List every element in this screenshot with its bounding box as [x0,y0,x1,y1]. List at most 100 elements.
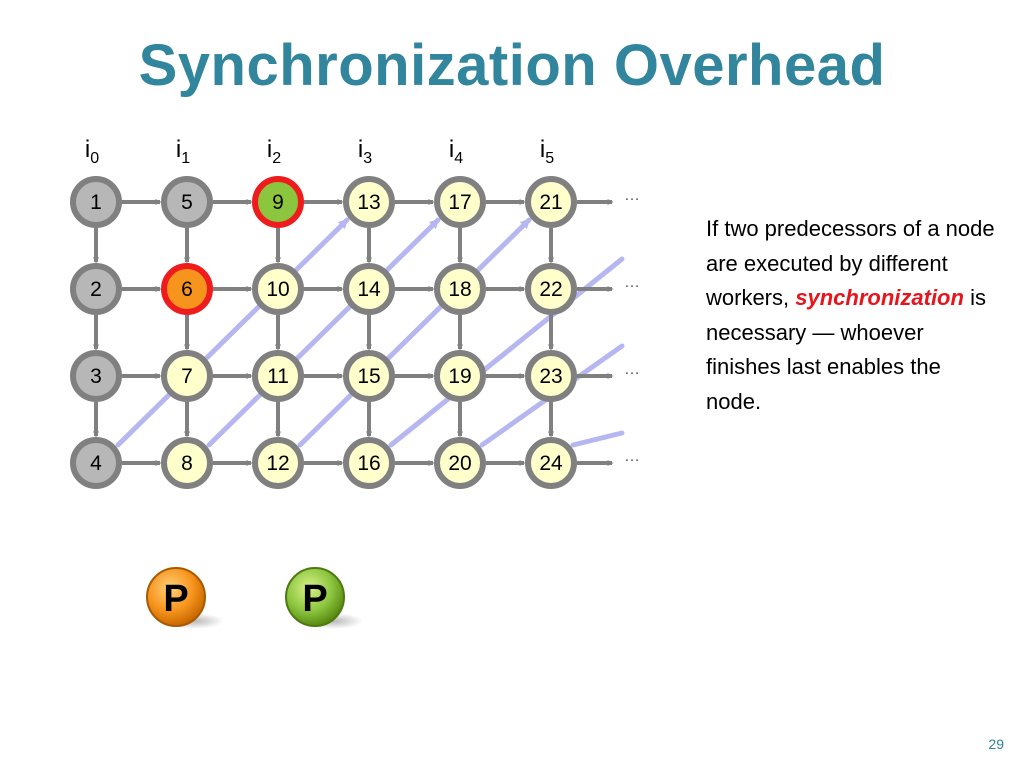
node-label: 7 [181,365,193,388]
node-circle [252,263,304,315]
node-label: 19 [448,365,471,388]
page-number: 29 [988,736,1004,752]
node-label: 16 [357,452,380,475]
node-label: 17 [448,191,471,214]
column-header-5: i5 [540,136,554,167]
synchronization-highlight: synchronization [795,285,964,310]
node-label: 6 [181,278,193,301]
dag-node-14: 14 [343,263,395,315]
dag-node-17: 17 [434,176,486,228]
dag-node-18: 18 [434,263,486,315]
dag-node-15: 15 [343,350,395,402]
dag-node-12: 12 [252,437,304,489]
node-circle [70,176,122,228]
node-circle [343,176,395,228]
description-part1: If two predecessors of a node are execut… [706,216,995,310]
wavefront-diagonal-3 [388,256,625,448]
dag-node-24: 24 [525,437,577,489]
node-label: 21 [539,191,562,214]
column-header-2: i2 [267,136,281,167]
column-header-4: i4 [449,136,463,167]
column-header-1: i1 [176,136,190,167]
node-label: 13 [357,191,380,214]
node-circle [252,176,304,228]
dag-node-6: 6 [161,263,213,315]
node-label: 23 [539,365,562,388]
node-label: 11 [267,365,289,388]
node-label: 1 [90,191,102,214]
dag-node-23: 23 [525,350,577,402]
dag-node-8: 8 [161,437,213,489]
node-circle [343,437,395,489]
dag-node-5: 5 [161,176,213,228]
node-label: 12 [266,452,289,475]
dag-node-9: 9 [252,176,304,228]
node-circle [70,350,122,402]
node-circle [525,263,577,315]
node-label: 3 [90,365,102,388]
worker-badge-green: P [285,567,363,629]
dag-node-11: 11 [252,350,304,402]
dag-node-10: 10 [252,263,304,315]
dag-node-20: 20 [434,437,486,489]
node-circle [525,176,577,228]
dag-node-1: 1 [70,176,122,228]
description-text: If two predecessors of a node are execut… [706,212,996,419]
node-circle [343,263,395,315]
node-circle [252,350,304,402]
node-label: 5 [181,191,193,214]
node-circle [343,350,395,402]
node-label: 10 [266,278,289,301]
dag-node-22: 22 [525,263,577,315]
worker-label: P [163,578,188,620]
column-header-3: i3 [358,136,372,167]
dag-node-7: 7 [161,350,213,402]
node-circle [525,350,577,402]
node-circle [161,437,213,489]
worker-badge-orange: P [146,567,224,629]
node-circle [70,437,122,489]
slide-title: Synchronization Overhead [138,33,886,98]
continuation-ellipsis: … [624,448,640,465]
continuation-ellipsis: … [624,361,640,378]
node-label: 4 [90,452,102,475]
node-circle [525,437,577,489]
node-circle [70,263,122,315]
node-label: 8 [181,452,193,475]
node-label: 18 [448,278,471,301]
dag-node-19: 19 [434,350,486,402]
node-circle [161,350,213,402]
node-label: 2 [90,278,102,301]
dag-node-16: 16 [343,437,395,489]
node-label: 24 [539,452,563,475]
node-circle [252,437,304,489]
worker-label: P [302,578,327,620]
wavefront-diagonal-2 [297,217,532,448]
continuation-ellipsis: … [624,274,640,291]
node-label: 14 [357,278,381,301]
worker-circle [285,567,345,627]
dag-node-4: 4 [70,437,122,489]
node-circle [161,263,213,315]
node-label: 22 [539,278,562,301]
dag-node-21: 21 [525,176,577,228]
description-part2: is necessary — whoever finishes last ena… [706,285,986,414]
dag-node-3: 3 [70,350,122,402]
node-circle [434,437,486,489]
node-label: 15 [357,365,380,388]
node-label: 20 [448,452,471,475]
wavefront-diagonal-0 [115,217,350,448]
wavefront-diagonal-5 [570,430,625,448]
node-circle [434,350,486,402]
dag-node-13: 13 [343,176,395,228]
dag-node-2: 2 [70,263,122,315]
worker-circle [146,567,206,627]
node-circle [161,176,213,228]
column-header-0: i0 [85,136,99,167]
wavefront-diagonal-1 [206,217,441,448]
node-circle [434,176,486,228]
continuation-ellipsis: … [624,187,640,204]
node-label: 9 [272,191,284,214]
node-circle [434,263,486,315]
